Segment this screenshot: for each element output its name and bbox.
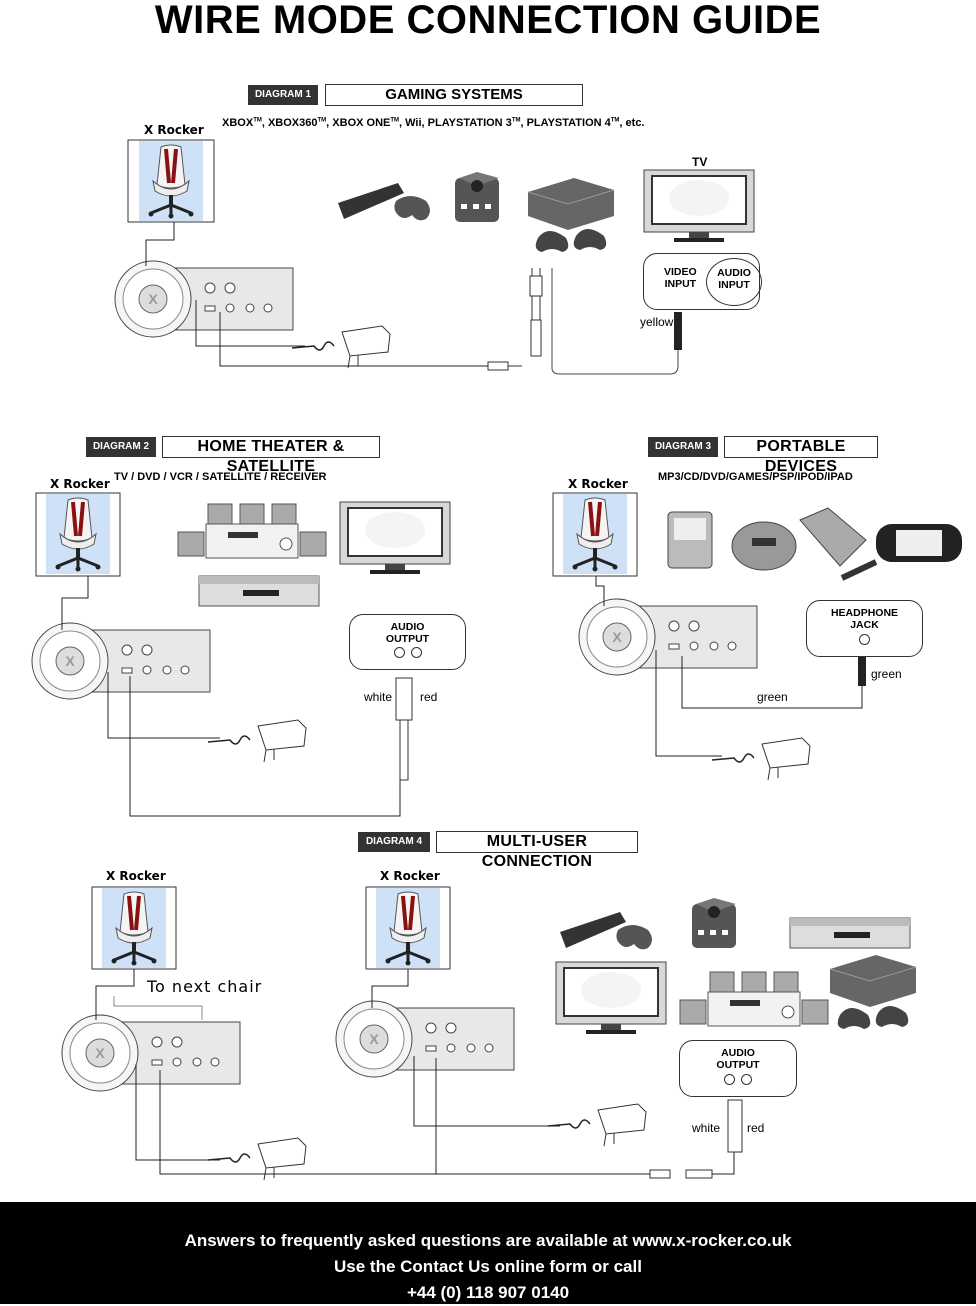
- diagram4-next-chair-label: To next chair: [147, 977, 263, 996]
- diagram4-chair-label-1: X Rocker: [106, 869, 166, 883]
- diagram3-headphone-panel: HEADPHONE JACK: [806, 600, 923, 657]
- diagram2-white-label: white: [364, 690, 393, 704]
- jack-hole: [724, 1074, 735, 1085]
- diagram2-tag: DIAGRAM 2: [86, 437, 156, 457]
- footer-phone: +44 (0) 118 907 0140: [406, 1283, 570, 1302]
- diagram3-green-label-1: green: [871, 667, 902, 681]
- diagram4-red-label: red: [747, 1121, 765, 1135]
- diagram1-heading: GAMING SYSTEMS: [325, 84, 583, 106]
- footer: Answers to frequently asked questions ar…: [0, 1202, 976, 1304]
- diagram4-heading: MULTI-USER CONNECTION: [436, 831, 638, 870]
- diagram3-tag: DIAGRAM 3: [648, 437, 718, 457]
- diagram2-heading: HOME THEATER & SATELLITE: [162, 436, 380, 475]
- diagram1-graphics: [114, 139, 755, 375]
- jack-hole: [410, 647, 422, 658]
- diagram3-green-label-2: green: [757, 690, 788, 704]
- jack-hole: [393, 647, 405, 658]
- jack-hole: [741, 1074, 752, 1085]
- diagram4-output-panel: AUDIO OUTPUT: [679, 1040, 797, 1097]
- footer-faq-line: Answers to frequently asked questions ar…: [184, 1231, 792, 1250]
- diagram3-chair-label: X Rocker: [568, 477, 628, 491]
- diagram3-heading: PORTABLE DEVICES: [724, 436, 878, 475]
- diagram1-chair-label: X Rocker: [144, 123, 204, 137]
- diagram2-subtitle: TV / DVD / VCR / SATELLITE / RECEIVER: [114, 471, 327, 483]
- diagram1-tv-label: TV: [692, 155, 708, 169]
- diagram1-yellow-label: yellow: [640, 315, 674, 329]
- diagram4-tag: DIAGRAM 4: [358, 832, 430, 852]
- diagram2-graphics: [31, 492, 451, 817]
- diagram1-input-panel: VIDEO INPUT AUDIO INPUT: [643, 253, 762, 310]
- diagram3-subtitle: MP3/CD/DVD/GAMES/PSP/IPOD/IPAD: [658, 471, 853, 483]
- wiring-diagrams: X: [31, 139, 962, 1181]
- diagram1-systems: XBOXTM, XBOX360TM, XBOX ONETM, Wii, PLAY…: [222, 117, 645, 129]
- jack-hole: [859, 634, 870, 645]
- diagram2-red-label: red: [420, 690, 438, 704]
- diagram4-white-label: white: [692, 1121, 721, 1135]
- diagram3-graphics: [552, 492, 962, 781]
- diagram4-chair-label-2: X Rocker: [380, 869, 440, 883]
- page-title: WIRE MODE CONNECTION GUIDE: [154, 0, 822, 42]
- diagram2-output-panel: AUDIO OUTPUT: [349, 614, 466, 670]
- diagram2-chair-label: X Rocker: [50, 477, 110, 491]
- diagram4-graphics: [61, 886, 917, 1181]
- diagram1-tag: DIAGRAM 1: [248, 85, 318, 105]
- footer-contact-line: Use the Contact Us online form or call: [334, 1257, 642, 1276]
